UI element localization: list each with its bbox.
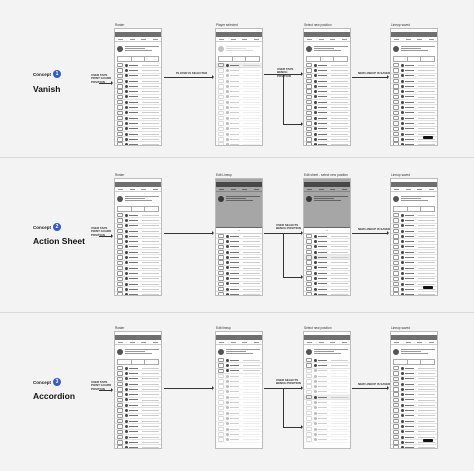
flow-arrow [99,388,113,392]
edit-lineup-accordion-screen: · · · [215,331,263,449]
flow-arrow [283,122,303,126]
step-note: USER TAPS BENCH POSITION [277,67,294,78]
flow-arrow [164,231,214,235]
flow-arrow [264,72,303,76]
screen-label: Lineup saved [391,173,410,177]
screen-label: Select new position [304,326,332,330]
flow-connector [283,233,284,277]
flow-arrow [283,275,303,279]
screen-label: Edit lineup [216,326,231,330]
step-note: PLAYER IS SELECTED [176,71,208,75]
concept-1-title: Vanish [33,84,61,94]
flow-arrow [99,81,113,85]
section-divider [0,157,474,158]
flow-connector [283,74,284,124]
flow-arrow [264,231,303,235]
roster-screen: · · · [114,331,162,449]
screen-label: Roster [115,23,125,27]
flow-arrow [164,75,214,79]
screen-label: Lineup saved [391,326,410,330]
concept-number-badge: 1 [53,70,61,78]
screen-label: Player selected [216,23,238,27]
step-note: NEW LINEUP IS SAVED [358,382,391,386]
flow-arrow [283,425,303,429]
lineup-saved-screen: · · · [390,178,438,296]
edit-sheet-select-screen: · · · — [303,178,351,296]
concept-3-title: Accordion [33,391,76,401]
roster-screen: · · · [114,178,162,296]
saved-toast [423,135,433,139]
flow-arrow [99,234,113,238]
flow-arrow [352,231,389,235]
concept-3-tag: Concept 3 [33,378,61,386]
step-note: NEW LINEUP IS SAVED [358,71,391,75]
lineup-saved-screen: · · · [390,331,438,449]
flow-arrow [352,386,389,390]
concept-2-tag: Concept 2 [33,223,61,231]
section-divider [0,312,474,313]
flow-arrow [264,386,303,390]
saved-toast [423,285,433,289]
concept-number-badge: 2 [53,223,61,231]
concept-2-title: Action Sheet [33,236,85,246]
flow-connector [283,388,284,427]
flow-arrow [352,75,389,79]
select-position-screen: · · · [303,28,351,146]
concept-prefix: Concept [33,71,51,77]
step-note: NEW LINEUP IS SAVED [358,227,391,231]
flow-arrow [164,386,214,390]
screen-label: Roster [115,173,125,177]
concept-number-badge: 3 [53,378,61,386]
concept-prefix: Concept [33,379,51,385]
step-note: USER SELECTS BENCH POSITION [276,223,301,231]
screen-label: Edit sheet - select new position [304,173,348,177]
screen-label: Edit Lineup [216,173,232,177]
edit-lineup-sheet-screen: · · · — [215,178,263,296]
player-selected-screen: · · · [215,28,263,146]
step-note: USER SELECTS BENCH POSITION [276,378,301,386]
lineup-saved-screen: · · · [390,28,438,146]
concept-1-tag: Concept 1 [33,70,61,78]
screen-label: Lineup saved [391,23,410,27]
roster-screen: · · · [114,28,162,146]
saved-toast [423,438,433,442]
screen-label: Roster [115,326,125,330]
concept-prefix: Concept [33,224,51,230]
screen-label: Select new position [304,23,332,27]
select-position-accordion-screen: · · · [303,331,351,449]
